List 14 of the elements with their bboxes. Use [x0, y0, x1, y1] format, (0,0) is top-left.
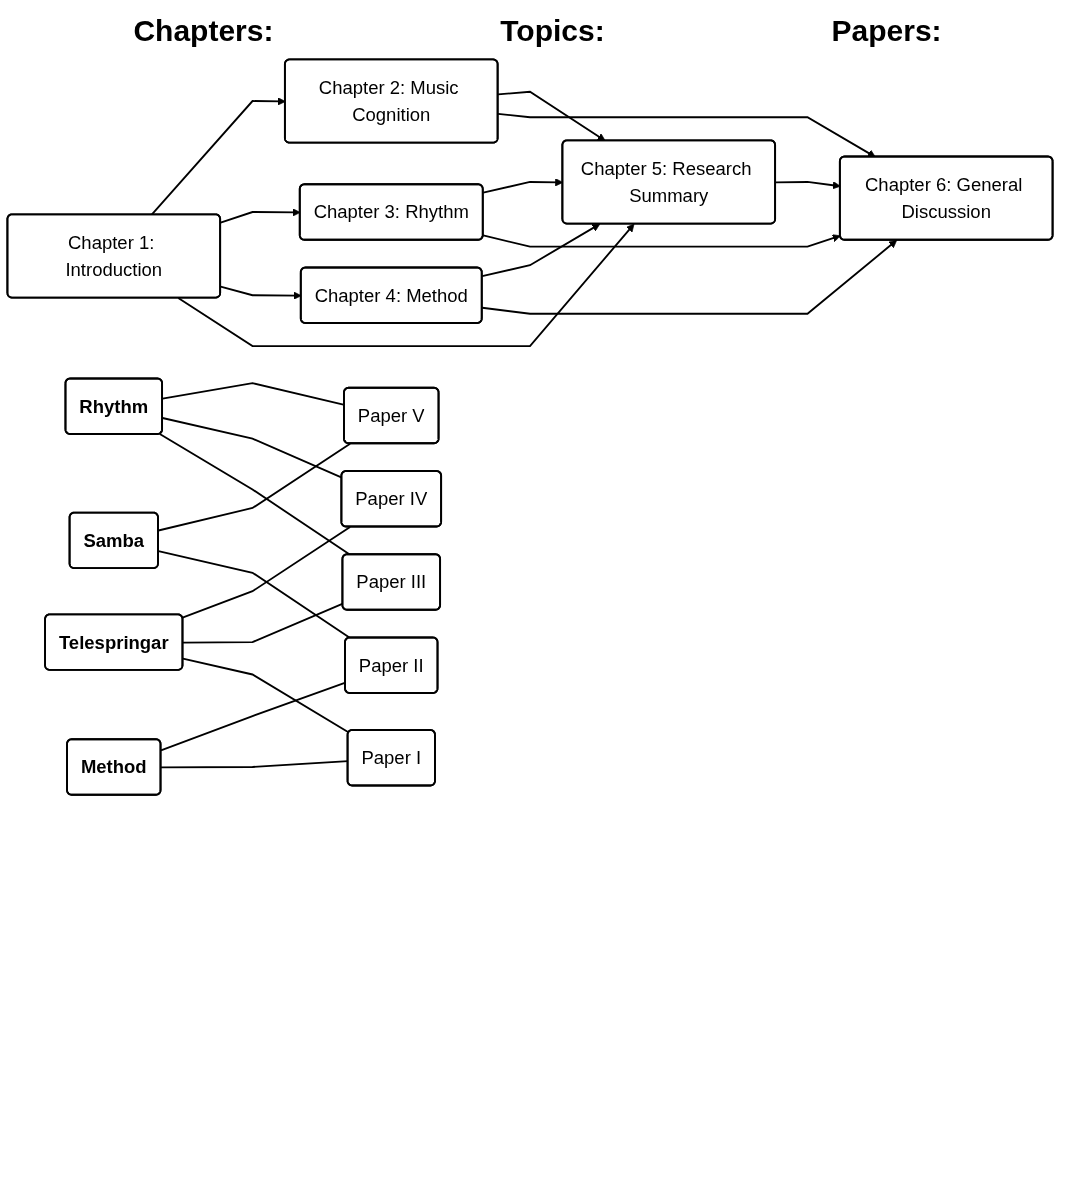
connector — [181, 526, 352, 619]
arrow — [481, 239, 898, 315]
column-heading: Chapters: — [133, 14, 274, 48]
arrow — [482, 234, 841, 248]
arrow — [497, 112, 876, 158]
connector — [158, 433, 352, 556]
column-heading: Papers: — [831, 14, 942, 48]
column-heading: Topics: — [500, 14, 605, 48]
arrow — [177, 223, 635, 348]
connector — [182, 657, 350, 734]
arrow — [481, 223, 601, 278]
arrow — [497, 90, 606, 142]
connector — [157, 442, 352, 532]
connector — [157, 550, 352, 639]
